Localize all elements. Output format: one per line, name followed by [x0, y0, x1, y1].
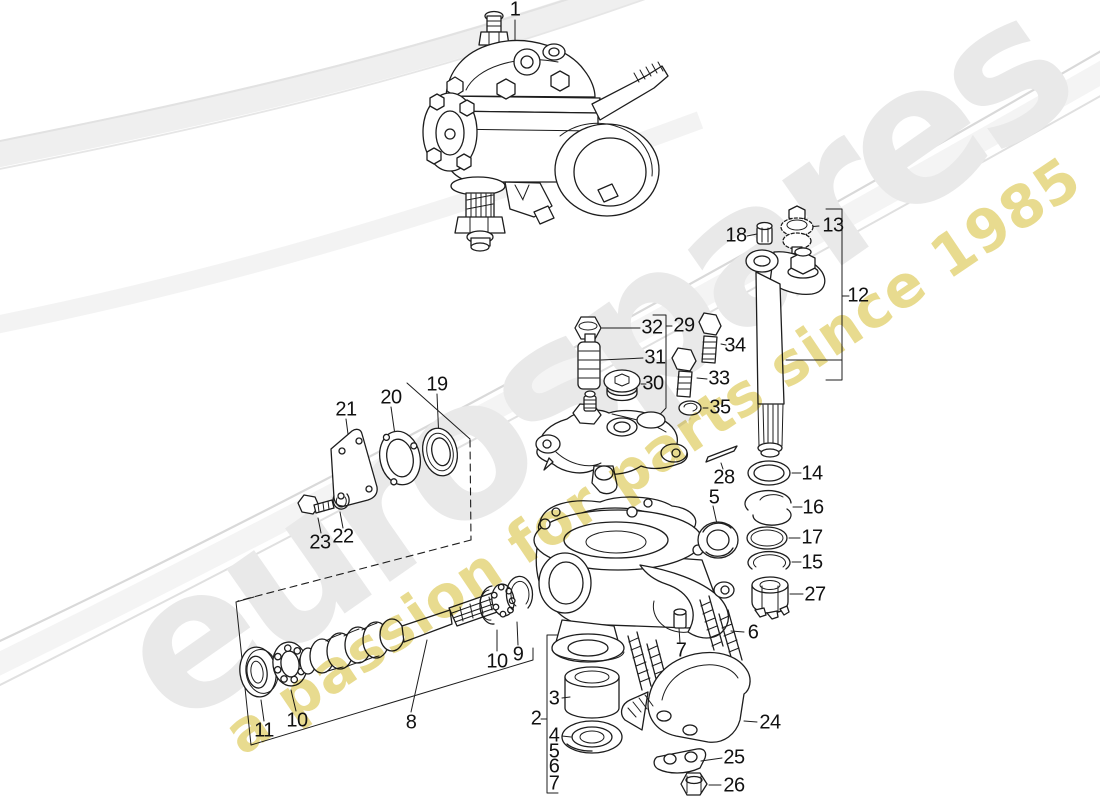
part-label-3[interactable]: 3: [548, 687, 560, 710]
part-label-18[interactable]: 18: [725, 224, 747, 247]
part-label-22[interactable]: 22: [332, 525, 354, 548]
part-label-32[interactable]: 32: [641, 316, 663, 339]
part-label-12[interactable]: 12: [847, 284, 869, 307]
part-label-6[interactable]: 6: [747, 621, 759, 644]
part-label-29[interactable]: 29: [673, 314, 695, 337]
seal-ring-column: [744, 460, 804, 620]
part-label-20[interactable]: 20: [380, 386, 402, 409]
part-label-19[interactable]: 19: [426, 373, 448, 396]
part-label-31[interactable]: 31: [644, 346, 666, 369]
part-label-23[interactable]: 23: [309, 531, 331, 554]
leader-lines: [678, 627, 745, 644]
bearing-and-pin: [697, 445, 739, 559]
part-label-5-b[interactable]: 5: [548, 740, 560, 763]
steering-box-housing: [533, 506, 743, 699]
part-label-16[interactable]: 16: [802, 496, 824, 519]
part-label-27[interactable]: 27: [804, 583, 826, 606]
worm-shaft-group: [235, 575, 534, 746]
part-label-7[interactable]: 7: [675, 639, 687, 662]
part-label-4[interactable]: 4: [548, 724, 560, 747]
part-label-25[interactable]: 25: [723, 746, 745, 769]
part-label-8[interactable]: 8: [405, 711, 417, 734]
side-cover-group: [237, 382, 472, 602]
part-label-26[interactable]: 26: [723, 774, 745, 797]
part-label-28[interactable]: 28: [713, 466, 735, 489]
gear-cover: [535, 390, 688, 495]
part-label-35[interactable]: 35: [709, 396, 731, 419]
part-label-24[interactable]: 24: [759, 711, 781, 734]
steering-gear-assembly: [422, 10, 669, 252]
part-label-17[interactable]: 17: [801, 526, 823, 549]
part-label-14[interactable]: 14: [801, 462, 823, 485]
part-label-34[interactable]: 34: [724, 334, 746, 357]
bushing-seal-column: [540, 634, 623, 794]
part-label-30[interactable]: 30: [642, 372, 664, 395]
part-label-21[interactable]: 21: [335, 398, 357, 421]
part-label-11[interactable]: 11: [254, 719, 274, 742]
clamp-saddle-group: [620, 651, 758, 796]
part-label-13[interactable]: 13: [822, 214, 844, 237]
part-label-10-b[interactable]: 10: [486, 650, 508, 673]
adjuster-hardware: [574, 312, 727, 443]
part-label-5[interactable]: 5: [708, 486, 720, 509]
part-label-9[interactable]: 9: [512, 643, 524, 666]
part-label-7-b[interactable]: 7: [548, 772, 560, 795]
part-label-15[interactable]: 15: [801, 551, 823, 574]
part-label-6-b[interactable]: 6: [548, 755, 560, 778]
drop-arm-group: [745, 205, 850, 458]
part-label-33[interactable]: 33: [708, 367, 730, 390]
part-label-2[interactable]: 2: [530, 707, 542, 730]
part-label-10[interactable]: 10: [286, 709, 308, 732]
part-label-1[interactable]: 1: [509, 0, 521, 21]
